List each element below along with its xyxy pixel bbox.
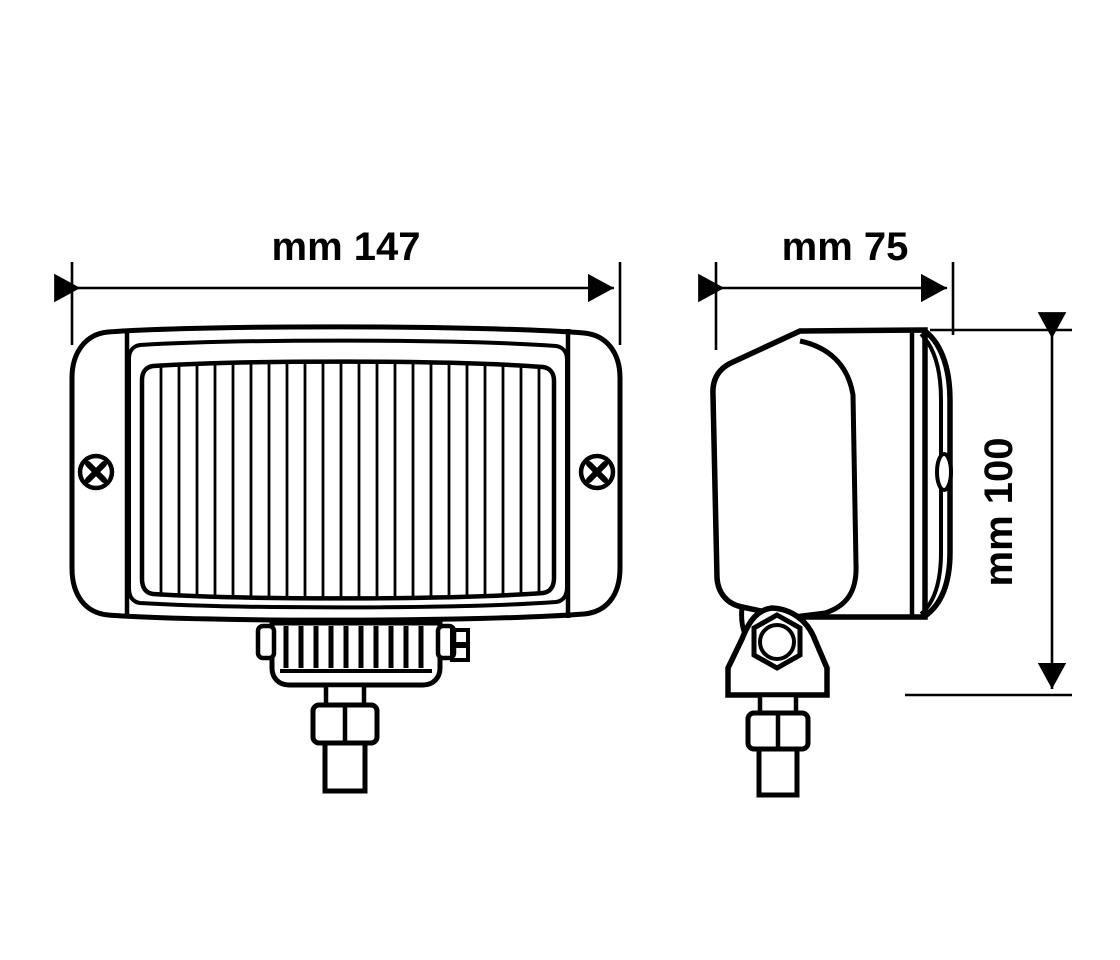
side-lens-clip-detail <box>935 452 953 492</box>
side-stud-shoulder <box>757 692 799 716</box>
bolt-shank-circle <box>758 623 796 661</box>
front-lens-flutes <box>159 361 541 599</box>
dimension-label-depth: mm 75 <box>782 225 909 269</box>
bracket-connector-terminal <box>450 628 470 662</box>
dimension-height-100: mm 100 <box>905 312 1072 697</box>
bracket-left-tab <box>255 623 277 661</box>
front-left-screw <box>77 453 115 491</box>
front-right-screw <box>578 453 616 491</box>
bracket-housing-outline <box>269 620 443 688</box>
screw-cross-slot-icon <box>85 461 107 483</box>
screw-cross-slot-icon <box>586 461 608 483</box>
side-threaded-stud <box>756 746 800 798</box>
stud-shoulder <box>323 682 367 708</box>
connector-pin-lower <box>450 644 470 662</box>
front-inner-frame <box>127 338 569 610</box>
side-body-outline <box>710 327 928 620</box>
front-threaded-stud <box>322 740 368 794</box>
side-inner-reflector-wall <box>792 338 859 620</box>
dimension-width-147: mm 147 <box>54 225 622 345</box>
dimension-depth-75: mm 75 <box>698 225 955 350</box>
front-view <box>69 324 623 794</box>
dimension-label-height: mm 100 <box>977 438 1021 587</box>
front-hex-nut <box>310 702 380 746</box>
side-pivot-bolt <box>751 612 803 671</box>
bracket-ribs <box>283 626 424 668</box>
side-view <box>710 327 953 798</box>
front-mounting-bracket <box>255 620 470 794</box>
side-hex-nut <box>745 710 811 752</box>
front-lens-outline <box>139 359 557 601</box>
dimension-label-width: mm 147 <box>272 225 421 269</box>
